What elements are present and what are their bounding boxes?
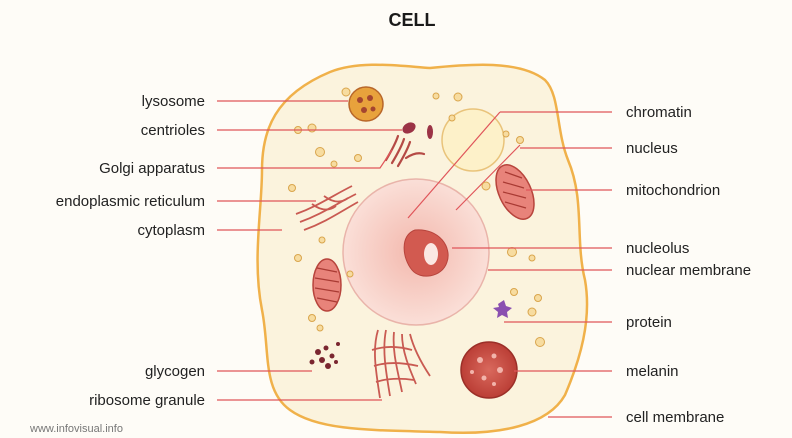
label-nucleolus: nucleolus [626,240,689,257]
label-centrioles: centrioles [141,122,205,139]
watermark: www.infovisual.info [29,423,123,435]
nucleolus-core [424,243,438,265]
label-nucleus: nucleus [626,140,678,157]
label-cell-membrane: cell membrane [626,409,724,426]
label-nuclear-membrane: nuclear membrane [626,262,751,279]
label-lysosome: lysosome [142,93,205,110]
diagram-title: CELL [389,10,436,30]
label-endoplasmic-reticulum: endoplasmic reticulum [56,193,205,210]
label-melanin: melanin [626,363,679,380]
label-ribosome-granule: ribosome granule [89,392,205,409]
lysosome-granule [361,107,367,113]
label-glycogen: glycogen [145,363,205,380]
mitochondrion-left [313,259,341,311]
centriole [427,125,433,139]
label-cytoplasm: cytoplasm [137,222,205,239]
melanin [461,342,517,398]
label-protein: protein [626,314,672,331]
label-golgi-apparatus: Golgi apparatus [99,160,205,177]
lysosome-granule [371,107,376,112]
lysosome-granule [367,95,373,101]
label-chromatin: chromatin [626,104,692,121]
lysosome-granule [357,97,363,103]
lysosome [349,87,383,121]
label-mitochondrion: mitochondrion [626,182,720,199]
